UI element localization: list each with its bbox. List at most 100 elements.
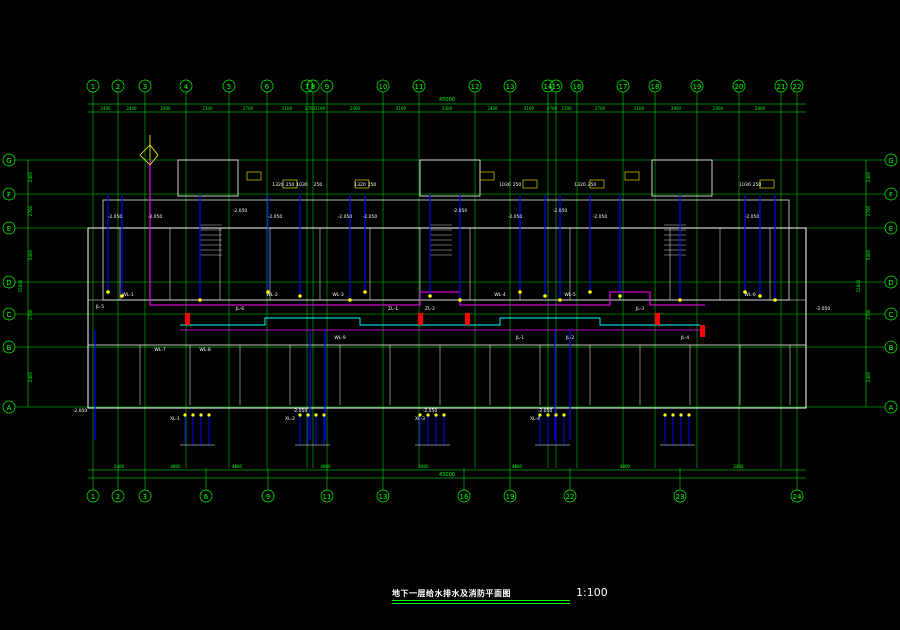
detail-dim-label: 250 (513, 182, 522, 188)
dim-bottom-segment: 4800 (620, 464, 631, 469)
detail-riser-top (298, 413, 302, 417)
elevation-label: -2.050 (553, 208, 568, 214)
axis-label-bottom: 24 (793, 493, 802, 501)
dim-top-segment: 2100 (561, 106, 572, 111)
drawing-title: 地下一层给水排水及消防平面图 (392, 589, 511, 598)
dim-top-segment: 2400 (671, 106, 682, 111)
dim-bottom-segment: 4800 (232, 464, 243, 469)
detail-riser-top (426, 413, 430, 417)
dim-top-segment: 2400 (755, 106, 766, 111)
pipe-riser-label: JL-2 (565, 335, 574, 341)
detail-dim-label: 1030 (739, 182, 751, 188)
detail-dim-label: 250 (314, 182, 323, 188)
axis-label-top: 9 (325, 83, 329, 91)
axis-label-bottom: 22 (566, 493, 575, 501)
pipe-riser-label: WL-1 (122, 292, 134, 298)
equipment-tag (759, 179, 775, 189)
detail-dim-label: 1320 (574, 182, 586, 188)
detail-dim-label: 250 (588, 182, 597, 188)
dim-top-segment: 2100 (202, 106, 213, 111)
dim-top-segment: 2700 (595, 106, 606, 111)
fire-hose-box (185, 313, 190, 325)
riser-node (120, 294, 124, 298)
axis-label-top: 10 (379, 83, 388, 91)
elevation-label: -2.050 (148, 214, 163, 220)
axis-label-bottom: 13 (379, 493, 388, 501)
riser-node (618, 294, 622, 298)
axis-label-left: G (6, 157, 11, 165)
drain-pipe (180, 317, 700, 326)
axis-label-top: 11 (415, 83, 424, 91)
axis-label-right: D (888, 279, 893, 287)
detail-riser-top (191, 413, 195, 417)
detail-riser-top (207, 413, 211, 417)
detail-riser-top (562, 413, 566, 417)
detail-riser-top (418, 413, 422, 417)
dim-right-segment: 5400 (866, 249, 871, 260)
axis-label-bottom: 16 (460, 493, 469, 501)
dim-left-segment: 2400 (28, 371, 33, 382)
dim-top-segment: 2700 (547, 106, 558, 111)
axis-label-left: B (7, 344, 12, 352)
pipe-riser-label: XL-1 (170, 416, 180, 422)
dim-top-segment: 2100 (524, 106, 535, 111)
elevation-label: -2.050 (508, 214, 523, 220)
dim-right-segment: 2400 (866, 171, 871, 182)
riser-node (106, 290, 110, 294)
riser-node (266, 290, 270, 294)
detail-riser-top (314, 413, 318, 417)
drawing-scale: 1:100 (576, 586, 608, 599)
dim-top-segment: 2400 (100, 106, 111, 111)
elevation-label: -2.050 (338, 214, 353, 220)
equipment-tag (354, 179, 370, 189)
axis-label-left: A (7, 404, 12, 412)
dim-left-segment: 2400 (28, 171, 33, 182)
detail-riser-top (663, 413, 667, 417)
elevation-label: -2.050 (745, 214, 760, 220)
axis-label-bottom: 11 (323, 493, 332, 501)
riser-node (588, 290, 592, 294)
dim-bottom-segment: 2400 (418, 464, 429, 469)
pipe-riser-label: WL-6 (744, 292, 756, 298)
elevation-label: -2.050 (268, 214, 283, 220)
equipment-tag (479, 171, 495, 181)
elevation-label: -2.050 (816, 306, 831, 312)
axis-label-bottom: 3 (143, 493, 147, 501)
fire-main-pipe (149, 160, 705, 306)
equipment-tag (624, 171, 640, 181)
detail-riser-top (322, 413, 326, 417)
stair-tower (651, 159, 713, 197)
detail-riser-top (183, 413, 187, 417)
dim-top-segment: 2400 (126, 106, 137, 111)
axis-label-top: 16 (573, 83, 582, 91)
pipe-riser-label: WL-5 (564, 292, 576, 298)
detail-riser-top (538, 413, 542, 417)
axis-label-top: 18 (651, 83, 660, 91)
dim-top-segment: 2400 (713, 106, 724, 111)
detail-dim-label: 1320 (272, 182, 284, 188)
pipe-riser-label: JL-3 (635, 306, 644, 312)
axis-label-bottom: 9 (266, 493, 270, 501)
elevation-label: -2.050 (453, 208, 468, 214)
pipe-riser-label: WL-7 (154, 347, 166, 353)
riser-node (678, 298, 682, 302)
detail-dim-label: 250 (286, 182, 295, 188)
elevation-label: -2.050 (108, 214, 123, 220)
pipe-riser-label: XL-2 (285, 416, 295, 422)
axis-label-left: C (7, 311, 12, 319)
riser-node (558, 298, 562, 302)
pipe-riser-label: JL-5 (95, 304, 104, 310)
riser-node (458, 298, 462, 302)
dim-top-segment: 2700 (305, 106, 316, 111)
stair-tower (419, 159, 481, 197)
axis-label-top: 20 (735, 83, 744, 91)
axis-label-top: 3 (143, 83, 147, 91)
axis-label-top: 5 (227, 83, 231, 91)
detail-riser-top (671, 413, 675, 417)
axis-label-right: G (888, 157, 893, 165)
drawing-title-block: 地下一层给水排水及消防平面图 1:100 (392, 586, 622, 612)
axis-label-right: C (889, 311, 894, 319)
detail-riser-top (554, 413, 558, 417)
axis-label-top: 8 (311, 83, 315, 91)
dim-bottom-segment: 4800 (170, 464, 181, 469)
